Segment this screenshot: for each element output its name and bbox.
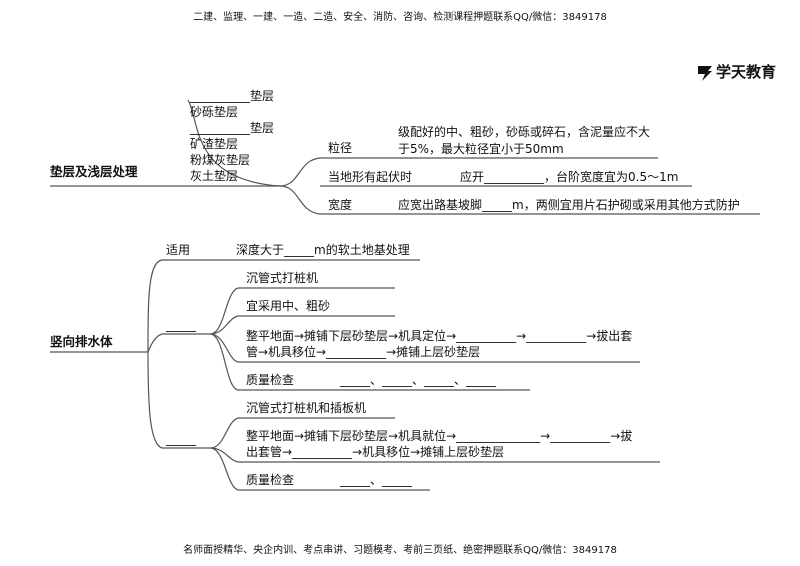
section1-branch-curve-2	[279, 185, 321, 215]
group1-item: 质量检查	[246, 373, 295, 387]
branch-text-particle: 级配好的中、粗砂，砂砾或碎石，含泥量应不大	[398, 125, 651, 139]
group2-item: 出套管→__________→机具移位→摊铺上层砂垫层	[246, 445, 505, 459]
material-item: __________垫层	[190, 89, 275, 103]
brand-name: 学天教育	[716, 63, 777, 81]
group2-fan	[209, 417, 239, 491]
group1-item: 管→机具移位→__________→摊铺上层砂垫层	[246, 345, 481, 359]
branch-text-particle: 于5%，最大粒径宜小于50mm	[398, 142, 564, 156]
group2-item: 整平地面→摊铺下层砂垫层→机具就位→______________→_______…	[246, 429, 633, 443]
branch-label-particle: 粒径	[328, 141, 353, 155]
section2-curve-mid	[147, 333, 163, 353]
material-item: 灰土垫层	[190, 169, 239, 183]
branch-text-width: 应宽出路基坡脚_____m，两侧宜用片石护砌或采用其他方式防护	[398, 198, 740, 212]
section2-curve-up	[147, 259, 163, 353]
material-item: 粉煤灰垫层	[190, 153, 251, 167]
group2-item: 质量检查	[246, 473, 295, 487]
material-item: 砂砾垫层	[190, 105, 239, 119]
branch-label-terrain: 当地形有起伏时	[328, 170, 413, 184]
section2-curve-down	[147, 351, 163, 449]
group2-item: 沉管式打桩机和插板机	[246, 401, 367, 415]
group1-item: _____、_____、_____、_____	[340, 373, 497, 387]
material-item: __________垫层	[190, 121, 275, 135]
branch-label-width: 宽度	[328, 198, 353, 212]
section1-materials-curve	[187, 99, 281, 187]
applicable-text: 深度大于_____m的软土地基处理	[236, 243, 410, 257]
group2-label: _____	[166, 432, 196, 446]
group1-item: 宜采用中、粗砂	[246, 299, 331, 313]
group1-item: 整平地面→摊铺下层砂垫层→机具定位→__________→__________→…	[246, 329, 633, 343]
section1-branch-curve	[279, 157, 321, 187]
material-item: 矿渣垫层	[190, 137, 239, 151]
section2-title: 竖向排水体	[50, 334, 113, 349]
group1-label: _____	[166, 318, 196, 332]
branch-text-terrain: 应开__________，台阶宽度宜为0.5～1m	[460, 170, 679, 184]
brand-logo-icon	[698, 66, 712, 81]
group2-item: _____、_____	[340, 473, 413, 487]
applicable-label: 适用	[166, 243, 191, 257]
group1-item: 沉管式打桩机	[246, 271, 319, 285]
header-text: 二建、监理、一建、一造、二造、安全、消防、咨询、检测课程押题联系QQ/微信：38…	[193, 12, 607, 23]
footer-text: 名师面授精华、央企内训、考点串讲、习题模考、考前三页纸、绝密押题联系QQ/微信：…	[183, 545, 617, 556]
section1-title: 垫层及浅层处理	[50, 164, 138, 179]
group1-fan	[209, 287, 239, 391]
